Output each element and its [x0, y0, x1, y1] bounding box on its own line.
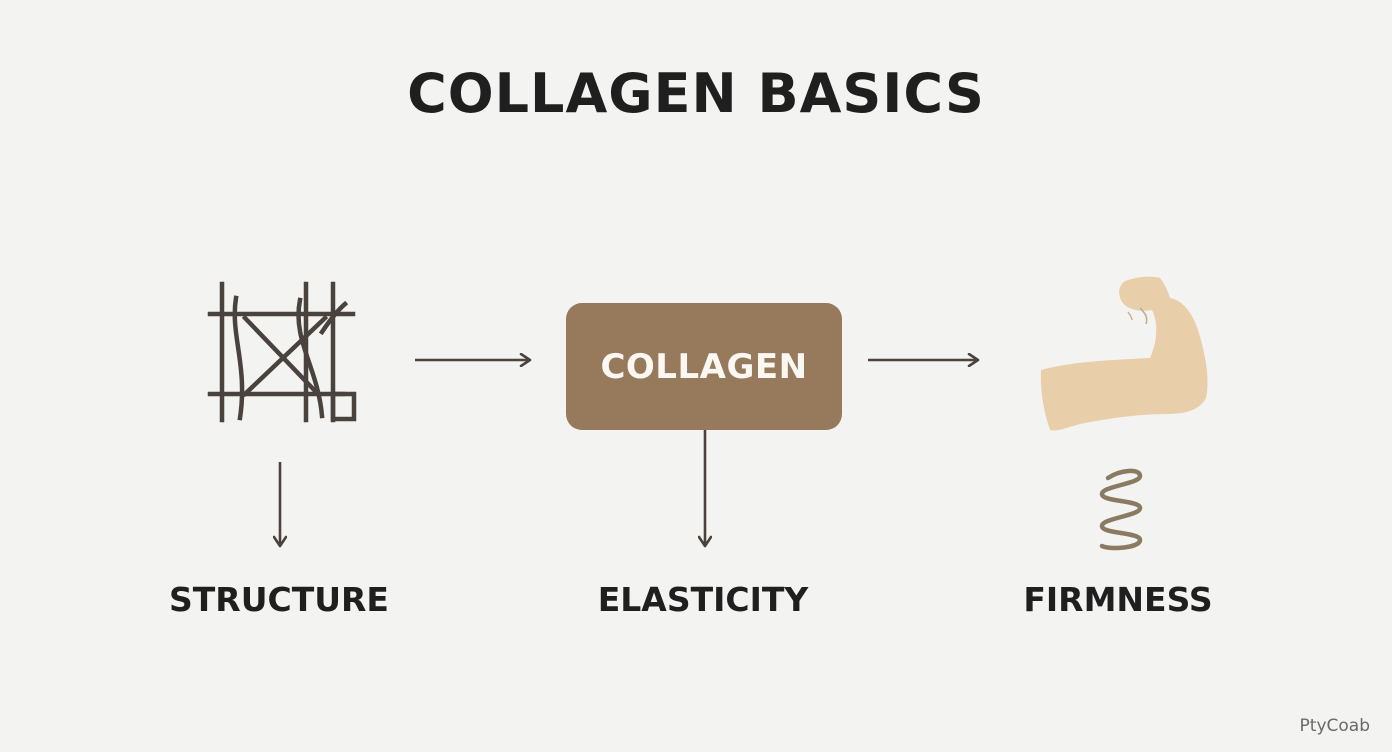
elasticity-label: ELASTICITY	[597, 580, 809, 619]
collagen-node: COLLAGEN	[566, 303, 842, 430]
collagen-node-label: COLLAGEN	[600, 346, 808, 387]
spring-icon	[1099, 468, 1143, 551]
structure-label: STRUCTURE	[169, 580, 389, 619]
diagram-title: COLLAGEN BASICS	[407, 62, 985, 125]
watermark: PtyCoab	[1299, 716, 1370, 736]
flexed-arm-icon	[1040, 276, 1208, 431]
firmness-label: FIRMNESS	[1023, 580, 1213, 619]
scaffold-icon	[207, 281, 357, 423]
